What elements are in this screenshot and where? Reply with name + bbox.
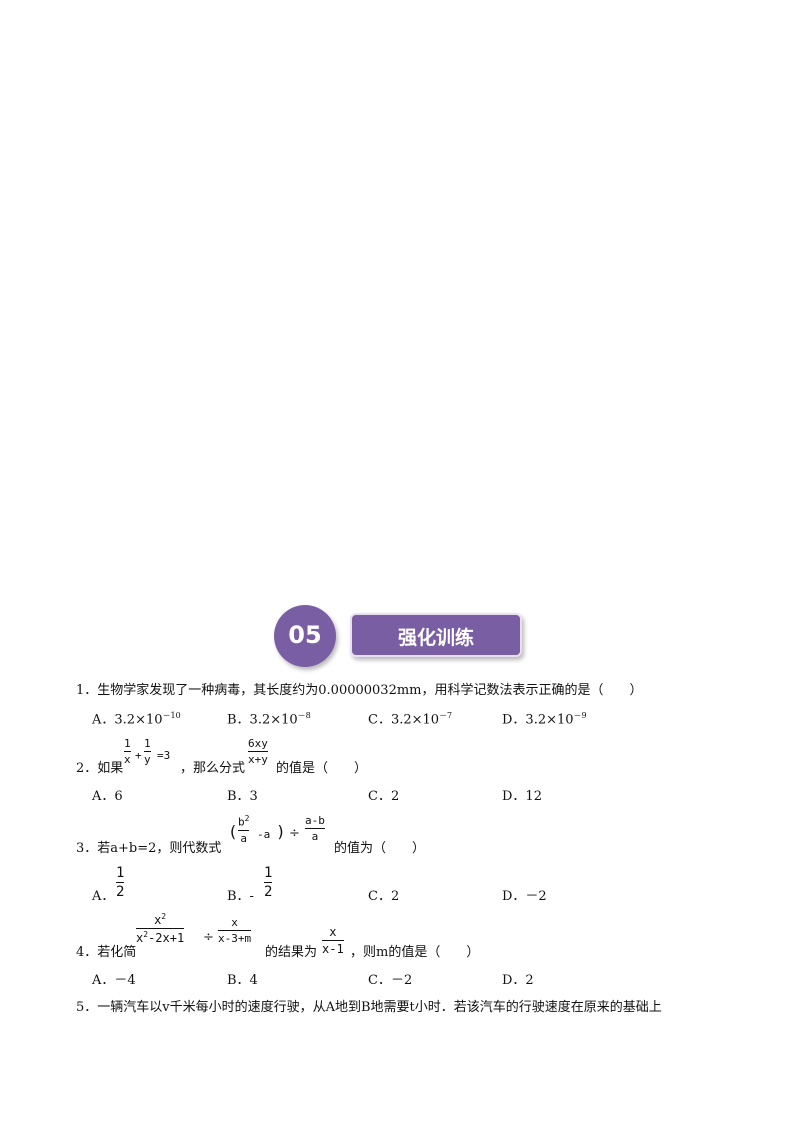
question-2-suffix: 的值是（ ） [276,761,368,776]
question-2-prefix: 2．如果 [76,761,124,776]
q2-option-a: A．6 [92,789,123,804]
q2-cond-equals: =3 [157,749,171,762]
q2-option-d: D．12 [502,789,542,804]
q4-option-a: A．－4 [92,973,136,988]
question-4-prefix: 4．若化简 [76,945,137,960]
q3-option-b-label: B．- [227,889,254,904]
question-4-mid: 的结果为 [265,945,318,960]
q3-left-paren: ( [228,822,238,841]
q4-option-d: D．2 [502,973,534,988]
question-2-mid: ，那么分式 [180,761,246,776]
q3-option-a-label: A． [92,889,115,904]
section-badge-circle [274,605,336,667]
question-3-suffix: 的值为（ ） [334,841,426,856]
q3-divide: ÷ [289,826,300,841]
question-4-suffix: ，则m的值是（ ） [350,945,480,960]
section-number: 05 [288,621,322,649]
q4-option-c: C．－2 [368,973,413,988]
q1-option-a: A．3.2×10－10 [92,711,181,728]
q2-option-c: C．2 [368,789,400,804]
question-3-prefix: 3．若a+b=2，则代数式 [76,841,222,856]
q1-option-c: C．3.2×10－7 [368,711,453,728]
q3-right-paren: ) [276,822,286,841]
q4-option-b: B．4 [227,973,258,988]
q3-option-c: C．2 [368,889,400,904]
question-5-text: 5．一辆汽车以v千米每小时的速度行驶，从A地到B地需要t小时．若该汽车的行驶速度… [76,1000,662,1015]
section-title-banner [350,613,522,657]
q1-option-d: D．3.2×10－9 [502,711,587,728]
q2-option-b: B．3 [227,789,258,804]
q3-option-d: D．－2 [502,889,547,904]
section-title: 强化训练 [397,627,474,649]
q1-option-b: B．3.2×10－8 [227,711,311,728]
q3-minus-a: -a [257,828,271,841]
q4-divide: ÷ [203,930,214,945]
q2-cond-plus: + [135,749,142,762]
question-1-text: 1．生物学家发现了一种病毒，其长度约为0.00000032mm，用科学记数法表示… [76,683,643,698]
